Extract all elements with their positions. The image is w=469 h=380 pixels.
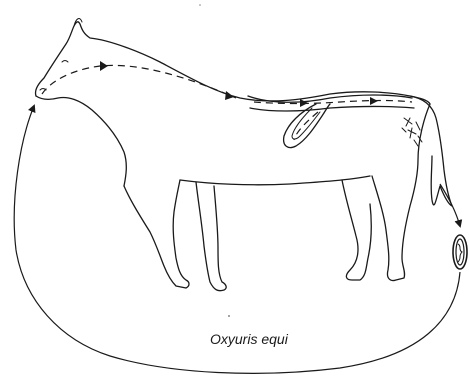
intestine-lower-wall xyxy=(250,107,414,112)
larva-migration-path xyxy=(42,61,412,140)
arrow-icon xyxy=(370,97,378,105)
horse-illustration xyxy=(35,19,452,291)
horse-hind-leg-left xyxy=(342,180,371,280)
horse-tail xyxy=(410,96,452,206)
horse-chest-outline xyxy=(36,96,126,186)
horse-body-outline xyxy=(35,22,430,104)
horse-front-leg-right xyxy=(196,182,226,291)
horse-hind-leg-right xyxy=(372,104,430,281)
scan-speck xyxy=(199,4,201,6)
horse-eye xyxy=(62,61,68,63)
scan-speck xyxy=(228,315,230,317)
egg-icon xyxy=(453,235,467,269)
arrow-icon xyxy=(100,61,108,71)
arrow-icon xyxy=(300,99,308,107)
horse-front-leg-left xyxy=(124,180,189,288)
intestine-upper-wall xyxy=(248,95,412,102)
diagram-caption: Oxyuris equi xyxy=(210,331,289,347)
migration-path-head-to-gut xyxy=(42,65,236,98)
